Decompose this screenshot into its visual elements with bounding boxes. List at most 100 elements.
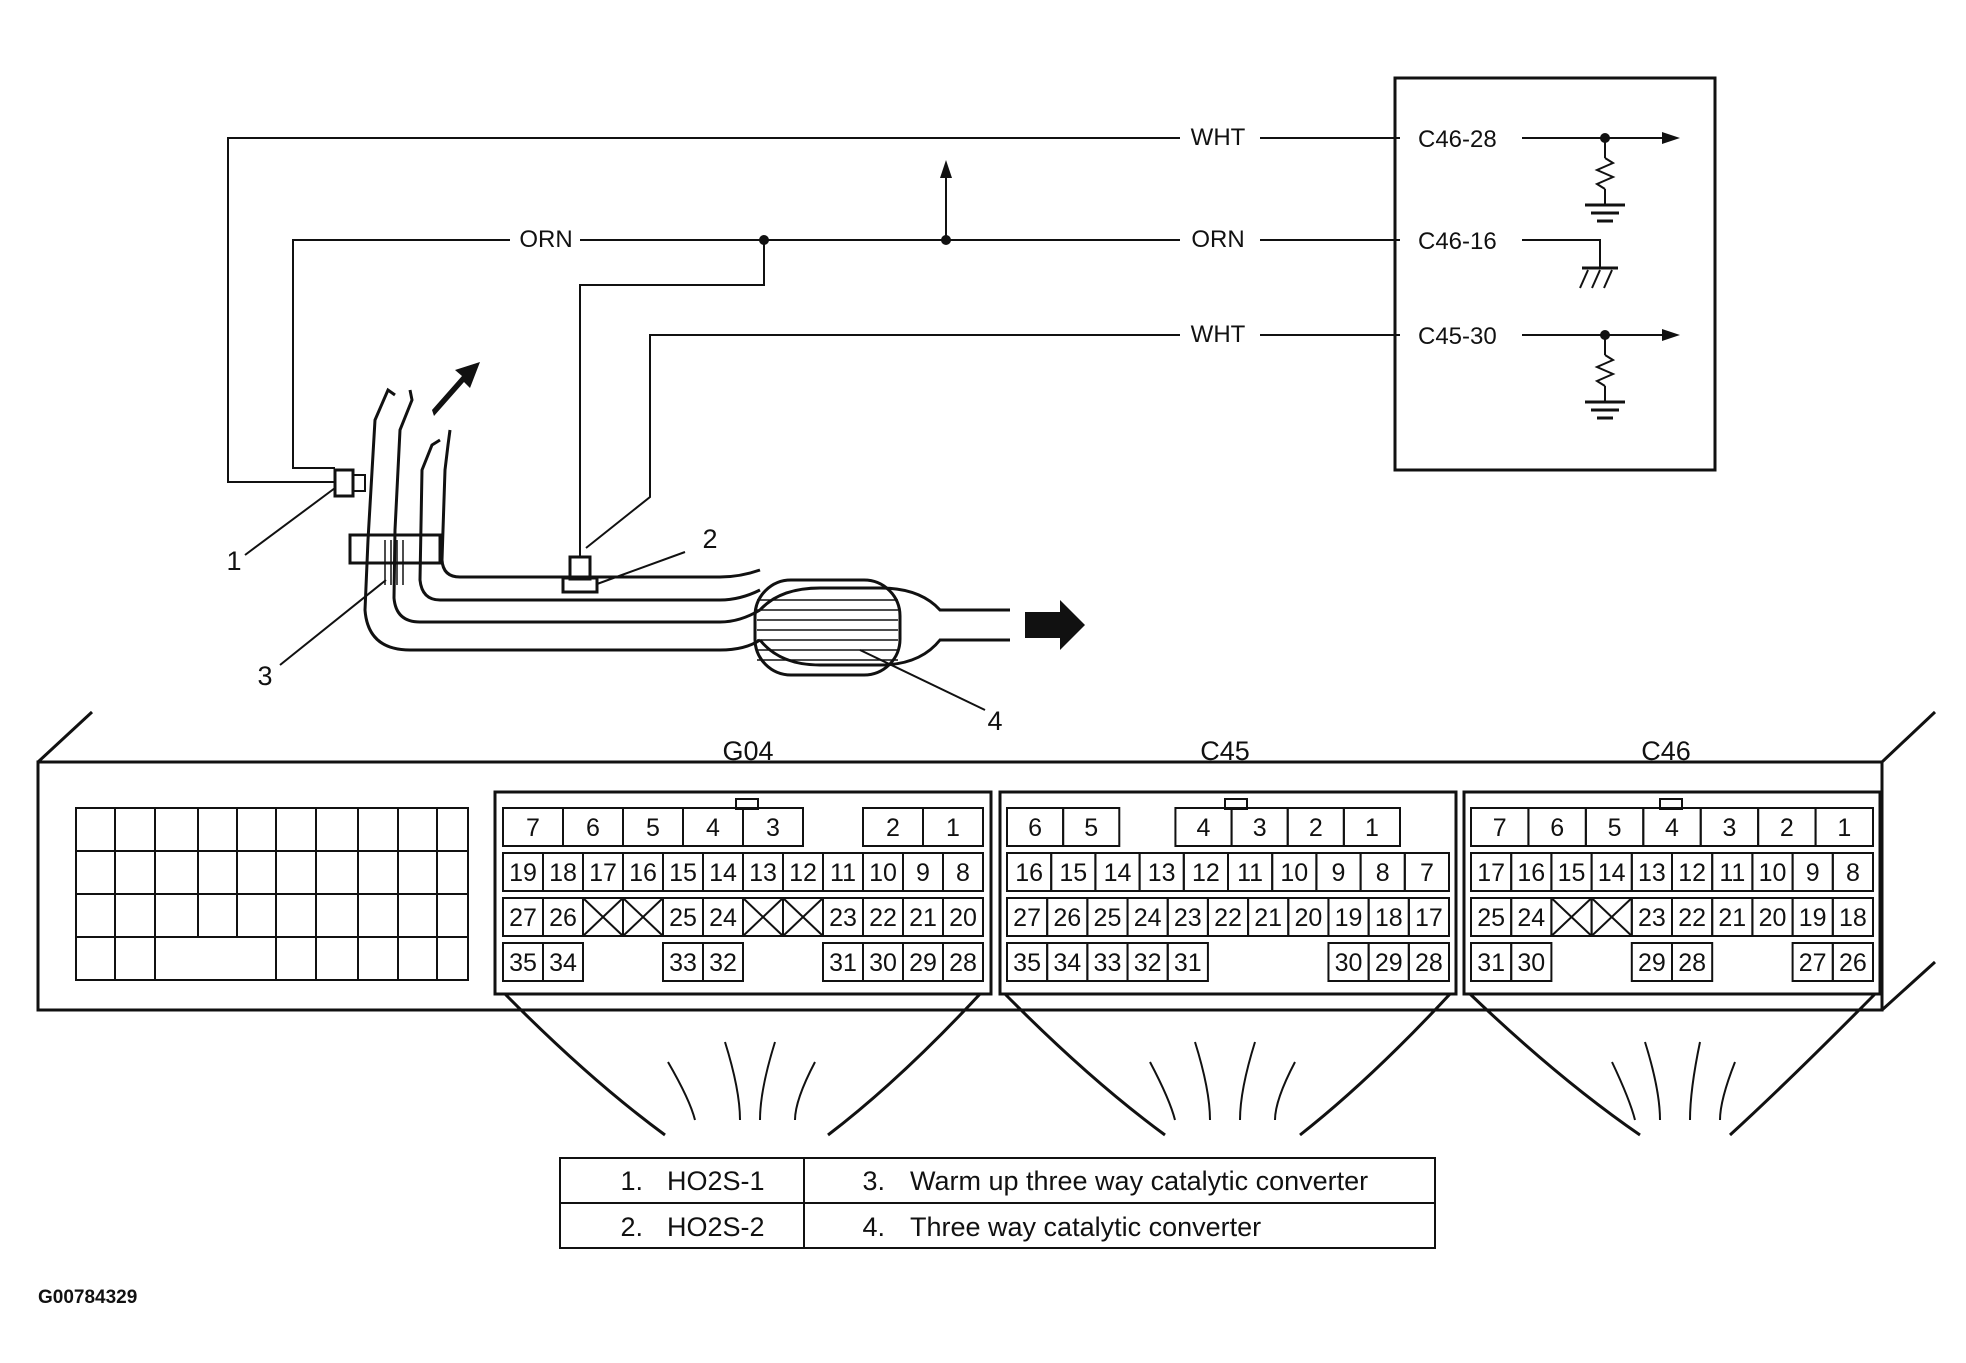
pin-cell: 1 [922,807,984,847]
pin-cell: 24 [1126,897,1169,937]
arrow-right-icon [1662,329,1680,341]
flow-arrow-in-icon [432,362,480,416]
arrow-up-icon [940,160,952,178]
pin-cell: 3 [742,807,804,847]
pin-cell: 28 [942,942,984,982]
pin-number: 12 [1192,859,1220,887]
pin-cell: 18 [1367,897,1410,937]
ground-icon [1585,400,1625,420]
pin-number: 28 [1415,949,1443,977]
pin-number: 6 [586,814,600,842]
pin-number: 22 [869,904,897,932]
pin-cell: 11 [1227,852,1274,892]
pin-number: 28 [949,949,977,977]
pin-number: 23 [829,904,857,932]
callout-1: 1 [226,546,241,576]
pin-cell: 10 [862,852,904,892]
pin-number: 12 [1678,859,1706,887]
terminal-c45-30: C45-30 [1418,323,1497,350]
pin-number: 14 [1104,859,1132,887]
connector-c46-frame [1462,790,1882,1137]
pin-cell: 16 [622,852,664,892]
legend-3-label: Warm up three way catalytic converter [910,1166,1368,1196]
pin-cell: 18 [542,852,584,892]
pin-cell: 7 [502,807,564,847]
pin-cell: 8 [942,852,984,892]
pin-number: 7 [526,814,540,842]
pin-cell: 2 [1286,807,1345,847]
connector-g04-frame [493,790,993,1137]
pin-number: 31 [1477,949,1505,977]
callout-4: 4 [987,706,1002,736]
pin-cell: 9 [1791,852,1834,892]
pin-number: 10 [869,859,897,887]
pin-number: 7 [1420,859,1434,887]
pin-cell: 15 [1550,852,1593,892]
pin-number: 23 [1638,904,1666,932]
pin-number: 9 [916,859,930,887]
pin-cell: 20 [1287,897,1330,937]
connector-label-c46: C46 [1641,736,1691,766]
resistor-icon [1594,157,1616,190]
pin-number: 29 [1638,949,1666,977]
connector-label-c45: C45 [1200,736,1250,766]
pin-number: 11 [1719,859,1745,887]
callout-3: 3 [257,661,272,691]
pin-cell: 19 [1327,897,1370,937]
pin-cell: 31 [1166,942,1209,982]
pin-number: 18 [549,859,577,887]
pin-number: 13 [749,859,777,887]
pin-cell: 27 [1791,942,1834,982]
pin-cell: 17 [582,852,624,892]
pin-cell: 28 [1671,942,1714,982]
pin-number: 11 [1237,859,1263,887]
pin-number: 15 [1059,859,1087,887]
pin-number: 24 [1134,904,1162,932]
pin-x-mark [1550,897,1593,937]
pin-number: 9 [1332,859,1346,887]
pin-number: 23 [1174,904,1202,932]
pin-number: 25 [1094,904,1122,932]
legend-3-num: 3. [862,1166,885,1196]
pin-number: 8 [1846,859,1860,887]
pin-cell: 26 [1831,942,1875,982]
pin-cell: 29 [902,942,944,982]
arrow-right-icon [1662,132,1680,144]
pin-number: 8 [956,859,970,887]
pin-cell [1550,897,1593,937]
ecm-housing [36,710,1937,1012]
pin-cell: 12 [782,852,824,892]
pin-cell: 35 [1006,942,1049,982]
pin-cell: 14 [702,852,744,892]
pin-cell: 16 [1006,852,1053,892]
pin-number: 34 [1053,949,1081,977]
pin-cell: 4 [1642,807,1702,847]
pin-number: 7 [1493,814,1507,842]
pin-number: 13 [1638,859,1666,887]
pin-cell: 15 [662,852,704,892]
resistor-icon [1594,354,1616,387]
pin-number: 30 [1335,949,1363,977]
pin-cell: 23 [1630,897,1674,937]
pin-cell: 5 [1584,807,1645,847]
pin-number: 33 [669,949,697,977]
pin-cell [742,897,784,937]
pin-cell: 27 [502,897,544,937]
pin-number: 21 [1718,904,1746,932]
pin-number: 5 [1608,814,1622,842]
pin-number: 35 [509,949,537,977]
pin-number: 32 [709,949,737,977]
pin-number: 27 [1799,949,1827,977]
pin-cell: 2 [1757,807,1817,847]
pin-number: 18 [1375,904,1403,932]
pin-number: 22 [1214,904,1242,932]
pin-number: 26 [549,904,577,932]
pin-cell: 21 [1711,897,1754,937]
pin-number: 25 [1477,904,1505,932]
pin-cell: 30 [862,942,904,982]
pin-cell: 31 [1470,942,1513,982]
pin-cell: 26 [1046,897,1089,937]
